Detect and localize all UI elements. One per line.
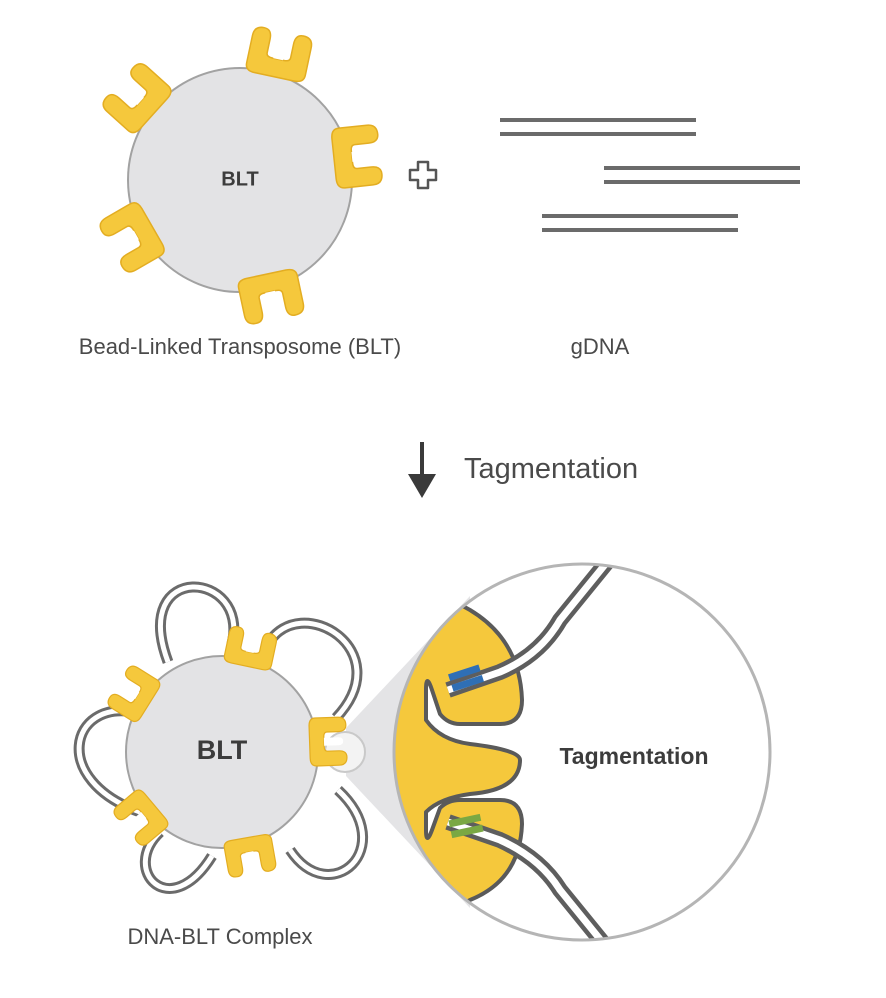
adapter-green	[448, 813, 484, 839]
zoom-dna	[445, 564, 632, 940]
dna-fragment	[500, 118, 696, 136]
transposome-icon	[330, 123, 384, 190]
dna-fragment	[542, 214, 738, 232]
plus-icon	[408, 160, 438, 190]
transposome-icon	[308, 716, 348, 767]
transposome-icon	[222, 832, 278, 879]
zoom-circle: Tagmentation	[392, 562, 772, 942]
complex-caption: DNA-BLT Complex	[127, 924, 312, 949]
zoom-label: Tagmentation	[559, 743, 708, 769]
dna-fragment	[604, 166, 800, 184]
step-label: Tagmentation	[464, 453, 638, 485]
bead-top-label: BLT	[221, 168, 258, 190]
dna-loops	[73, 581, 368, 894]
bead-caption: Bead-Linked Transposome (BLT)	[79, 334, 401, 359]
adapter-blue	[448, 664, 484, 692]
gdna-caption: gDNA	[571, 334, 630, 359]
gdna-strands	[500, 118, 800, 232]
blt-bead-top: BLT	[96, 24, 384, 327]
down-arrow-icon	[408, 442, 436, 498]
dna-blt-complex: BLT	[73, 581, 368, 894]
bead-bottom-label: BLT	[197, 735, 248, 765]
